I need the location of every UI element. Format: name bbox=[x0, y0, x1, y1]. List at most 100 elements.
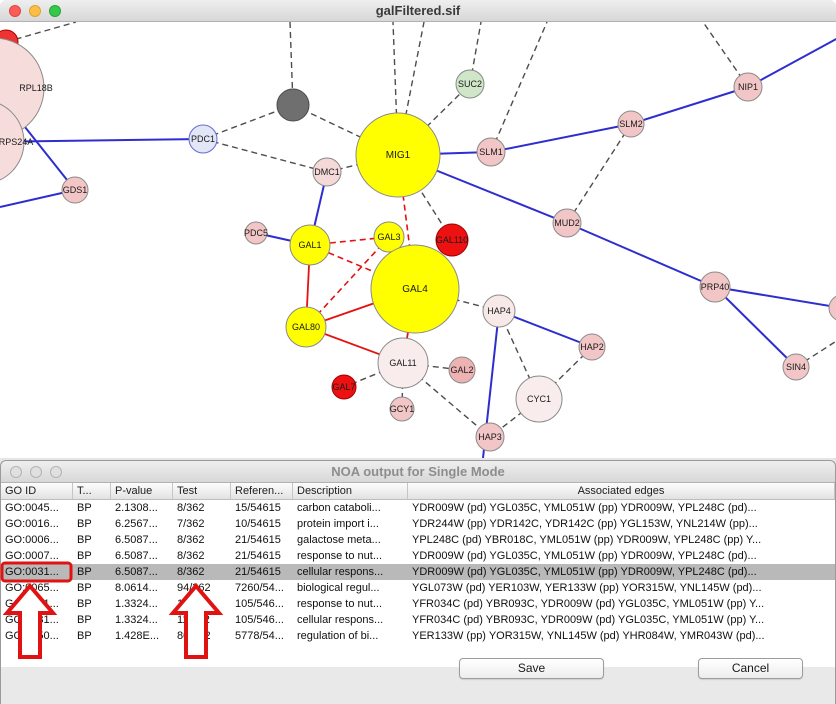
edge-MUD2-PRP40[interactable] bbox=[566, 222, 716, 288]
node-label: GAL1 bbox=[298, 240, 321, 250]
node-GCY1[interactable] bbox=[389, 396, 415, 422]
cell-desc: biological regul... bbox=[297, 582, 380, 594]
column-header-pval[interactable]: P-value bbox=[111, 483, 173, 499]
node-label: GAL3 bbox=[377, 232, 400, 242]
cell-desc: regulation of bi... bbox=[297, 630, 379, 642]
edge-SLM2-MUD2[interactable] bbox=[566, 123, 632, 224]
edge-SLM1-SLM2[interactable] bbox=[490, 123, 632, 153]
save-button[interactable]: Save bbox=[459, 658, 604, 679]
edge-SIN4-x[interactable] bbox=[795, 340, 836, 368]
node-MIG1[interactable] bbox=[355, 112, 441, 198]
node-GAL1[interactable] bbox=[289, 224, 331, 266]
node-GAL7[interactable] bbox=[331, 374, 357, 400]
node-NIP1[interactable] bbox=[733, 72, 763, 102]
node-DMC1[interactable] bbox=[312, 157, 342, 187]
close-button[interactable] bbox=[9, 5, 21, 17]
node-RPS24A[interactable] bbox=[0, 100, 25, 184]
node-GRAY1[interactable] bbox=[276, 88, 310, 122]
zoom-button[interactable] bbox=[49, 5, 61, 17]
node-RIGHT1[interactable] bbox=[828, 295, 836, 321]
node-GAL3[interactable] bbox=[373, 221, 405, 253]
minimize-button[interactable] bbox=[29, 5, 41, 17]
node-PDC1[interactable] bbox=[188, 124, 218, 154]
cell-test: 11/362 bbox=[177, 614, 210, 626]
node-HAP2[interactable] bbox=[578, 333, 606, 361]
node-GAL110[interactable] bbox=[435, 223, 469, 257]
minimize-button[interactable] bbox=[30, 466, 42, 478]
column-header-ref[interactable]: Referen... bbox=[231, 483, 293, 499]
edge-PRP40-SIN4[interactable] bbox=[714, 286, 797, 368]
cell-ref: 21/54615 bbox=[235, 566, 281, 578]
cell-ref: 15/54615 bbox=[235, 502, 281, 514]
cell-pval: 2.1308... bbox=[115, 502, 158, 514]
edge-PDC1-DMC1[interactable] bbox=[202, 138, 328, 173]
node-CYC1[interactable] bbox=[515, 375, 563, 423]
zoom-button[interactable] bbox=[50, 466, 62, 478]
column-header-test[interactable]: Test bbox=[173, 483, 231, 499]
cell-edges: YER133W (pp) YOR315W, YNL145W (pd) YHR08… bbox=[412, 630, 765, 642]
noa-window-titlebar[interactable]: NOA output for Single Mode bbox=[1, 461, 835, 483]
node-GAL2[interactable] bbox=[448, 356, 476, 384]
node-HAP3[interactable] bbox=[475, 422, 505, 452]
edge-HAP4-HAP2[interactable] bbox=[498, 310, 593, 348]
cancel-button[interactable]: Cancel bbox=[698, 658, 803, 679]
edge-GRAY1-PDC1[interactable] bbox=[202, 104, 294, 140]
edge-SLM2-NIP1[interactable] bbox=[630, 86, 749, 125]
cell-pval: 6.5087... bbox=[115, 534, 158, 546]
edge-x-GRAY1[interactable] bbox=[289, 22, 294, 106]
cell-desc: response to nut... bbox=[297, 550, 382, 562]
network-window-titlebar[interactable]: galFiltered.sif bbox=[0, 0, 836, 22]
cell-desc: cellular respons... bbox=[297, 614, 384, 626]
edge-NIP1-x[interactable] bbox=[747, 37, 836, 88]
column-header-type[interactable]: T... bbox=[73, 483, 111, 499]
column-header-goid[interactable]: GO ID bbox=[1, 483, 73, 499]
cell-pval: 1.3324... bbox=[115, 614, 158, 626]
node-label: NIP1 bbox=[738, 82, 758, 92]
node-SUC2[interactable] bbox=[455, 69, 485, 99]
cell-edges: YDR009W (pd) YGL035C, YML051W (pp) YDR00… bbox=[412, 566, 757, 578]
noa-window-title: NOA output for Single Mode bbox=[331, 464, 505, 479]
graph-svg: RPL18BRPS24AGDS1PDC1DMC1MIG1SUC2SLM1SLM2… bbox=[0, 22, 836, 458]
node-GAL80[interactable] bbox=[285, 306, 327, 348]
cell-ref: 10/54615 bbox=[235, 518, 281, 530]
edge-GAL11-HAP3[interactable] bbox=[402, 362, 491, 438]
edge-MIG1-SUC2[interactable] bbox=[397, 83, 471, 156]
node-PDC5[interactable] bbox=[244, 221, 268, 245]
node-MUD2[interactable] bbox=[552, 208, 582, 238]
node-GDS1[interactable] bbox=[61, 176, 89, 204]
node-label: GAL80 bbox=[292, 322, 320, 332]
node-GAL4[interactable] bbox=[370, 244, 460, 334]
cell-goid: GO:0031... bbox=[5, 614, 59, 626]
node-HAP4[interactable] bbox=[482, 294, 516, 328]
column-header-desc[interactable]: Description bbox=[293, 483, 408, 499]
cell-goid: GO:0050... bbox=[5, 630, 59, 642]
cell-edges: YDR244W (pp) YDR142C, YDR142C (pp) YGL15… bbox=[412, 518, 758, 530]
column-header-edges[interactable]: Associated edges bbox=[408, 483, 835, 499]
edge-SLM1-x[interactable] bbox=[490, 22, 548, 153]
node-SIN4[interactable] bbox=[782, 353, 810, 381]
cell-desc: response to nut... bbox=[297, 598, 382, 610]
node-label: RPL18B bbox=[19, 83, 53, 93]
node-GAL11[interactable] bbox=[377, 337, 429, 389]
close-button[interactable] bbox=[10, 466, 22, 478]
cell-pval: 6.5087... bbox=[115, 550, 158, 562]
node-PRP40[interactable] bbox=[699, 271, 731, 303]
node-SLM1[interactable] bbox=[476, 137, 506, 167]
node-SLM2[interactable] bbox=[617, 110, 645, 138]
edge-PRP40-RIGHT1[interactable] bbox=[714, 286, 836, 309]
cell-edges: YDR009W (pd) YGL035C, YML051W (pp) YDR00… bbox=[412, 550, 757, 562]
node-label: GAL4 bbox=[402, 284, 428, 295]
